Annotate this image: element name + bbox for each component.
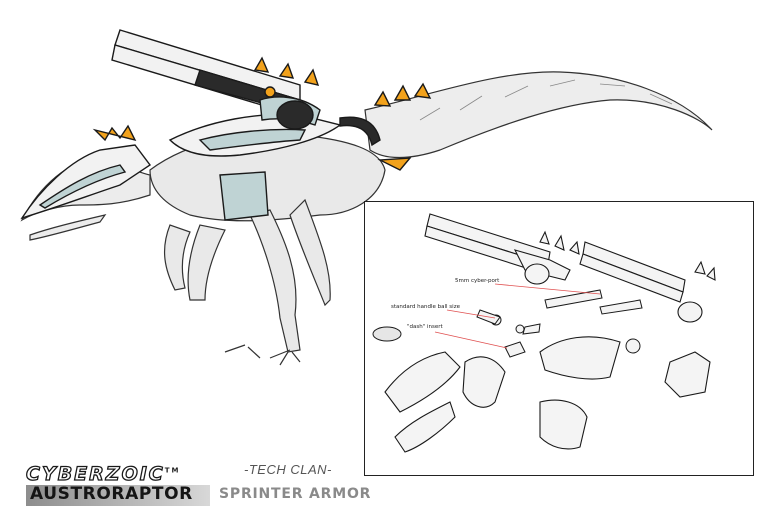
callout-dash-insert: "dash" insert	[407, 324, 443, 330]
trademark-mark: TM	[164, 466, 181, 475]
raptor-tail	[364, 71, 713, 159]
callout-handle-ball: standard handle ball size	[391, 304, 460, 310]
creature-name: AUSTRORAPTOR	[30, 484, 193, 504]
part-cannon-right	[579, 241, 716, 323]
raptor-body	[149, 133, 386, 366]
callout-lines	[434, 283, 601, 349]
clan-label: -TECH CLAN-	[244, 462, 332, 477]
armor-name: SPRINTER ARMOR	[219, 486, 372, 502]
shoulder-cannon	[111, 29, 321, 130]
title-bar	[26, 485, 210, 506]
cyberzoic-logo: CYBERZOICTM	[25, 462, 181, 485]
part-armor-plates	[384, 336, 711, 453]
parts-breakdown-drawing	[372, 213, 716, 453]
cyberzoic-logo-text: CYBERZOIC	[25, 462, 165, 485]
part-cannon-left	[424, 213, 580, 285]
head-armor	[20, 124, 152, 220]
callout-cyber-port: 5mm cyber-port	[455, 278, 500, 284]
parts-breakdown-panel: 5mm cyber-port standard handle ball size…	[364, 201, 754, 476]
